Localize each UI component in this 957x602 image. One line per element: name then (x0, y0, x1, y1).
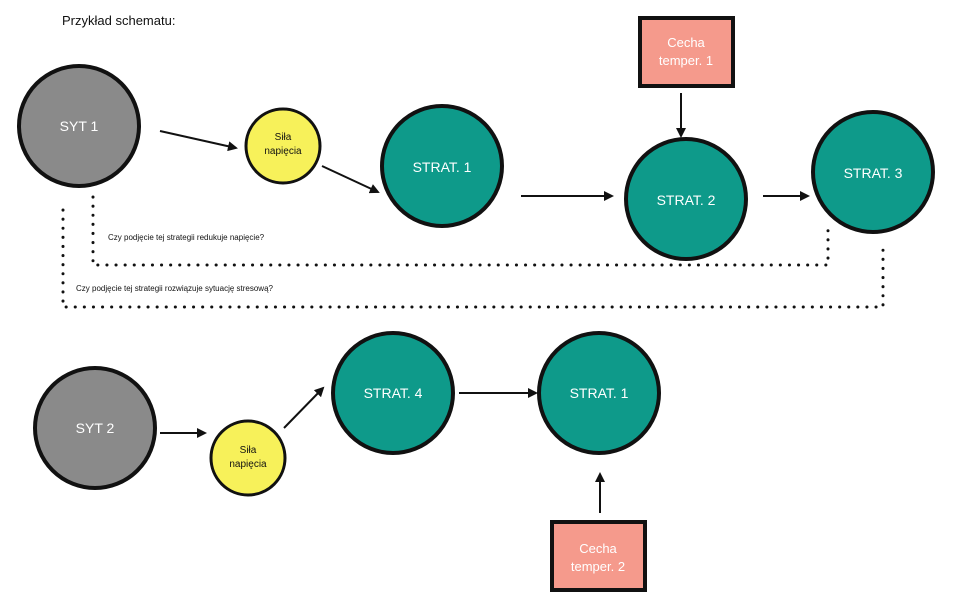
node-strat3: STRAT. 3 (811, 110, 935, 234)
dotted-feedback-lines (61, 195, 885, 309)
dotted-line-outer (61, 208, 885, 309)
node-strat3-circle (811, 110, 935, 234)
node-sila1-circle (244, 107, 322, 185)
node-strat1-bottom: STRAT. 1 (537, 331, 661, 455)
node-syt2-circle (33, 366, 157, 490)
node-strat2: STRAT. 2 (624, 137, 748, 261)
arrow-syt1-to-sila1 (159, 130, 238, 152)
node-strat1-bottom-circle (537, 331, 661, 455)
node-sila2: Siła napięcia (209, 419, 287, 497)
node-cecha2-label-line1: Cecha (579, 541, 617, 556)
node-syt2-label: SYT 2 (76, 420, 115, 436)
arrow-sila1-to-strat1 (321, 165, 380, 194)
node-cecha1-label-line2: temper. 1 (659, 53, 713, 68)
note-resolves-situation: Czy podjęcie tej strategii rozwiązuje sy… (76, 284, 274, 293)
diagram-title: Przykład schematu: (62, 13, 176, 28)
node-strat4-circle (331, 331, 455, 455)
node-strat4: STRAT. 4 (331, 331, 455, 455)
node-strat4-label: STRAT. 4 (364, 385, 423, 401)
node-sila2-circle (209, 419, 287, 497)
node-cecha1: Cecha temper. 1 (638, 16, 735, 88)
node-cecha1-label-line1: Cecha (667, 35, 705, 50)
node-syt1-label: SYT 1 (60, 118, 99, 134)
node-sila1: Siła napięcia (244, 107, 322, 185)
node-cecha2-label-line2: temper. 2 (571, 559, 625, 574)
node-sila2-label-line1: Siła (240, 445, 257, 456)
node-cecha1-box (638, 16, 735, 88)
node-syt2: SYT 2 (33, 366, 157, 490)
node-cecha2-box (550, 520, 647, 592)
node-strat1-top-circle (380, 104, 504, 228)
node-cecha2: Cecha temper. 2 (550, 520, 647, 592)
node-strat1-top-label: STRAT. 1 (413, 159, 472, 175)
node-syt1: SYT 1 (17, 64, 141, 188)
node-syt1-circle (17, 64, 141, 188)
node-sila1-label-line1: Siła (275, 132, 292, 143)
arrow-sila2-to-strat4 (283, 386, 325, 429)
dotted-line-inner (91, 195, 830, 267)
node-sila1-label-line2: napięcia (264, 146, 302, 157)
node-strat2-circle (624, 137, 748, 261)
node-strat1-bottom-label: STRAT. 1 (570, 385, 629, 401)
node-sila2-label-line2: napięcia (229, 459, 267, 470)
note-reduces-tension: Czy podjęcie tej strategii redukuje napi… (108, 233, 265, 242)
node-strat3-label: STRAT. 3 (844, 165, 903, 181)
node-strat2-label: STRAT. 2 (657, 192, 716, 208)
arrows (159, 93, 810, 513)
node-strat1-top: STRAT. 1 (380, 104, 504, 228)
